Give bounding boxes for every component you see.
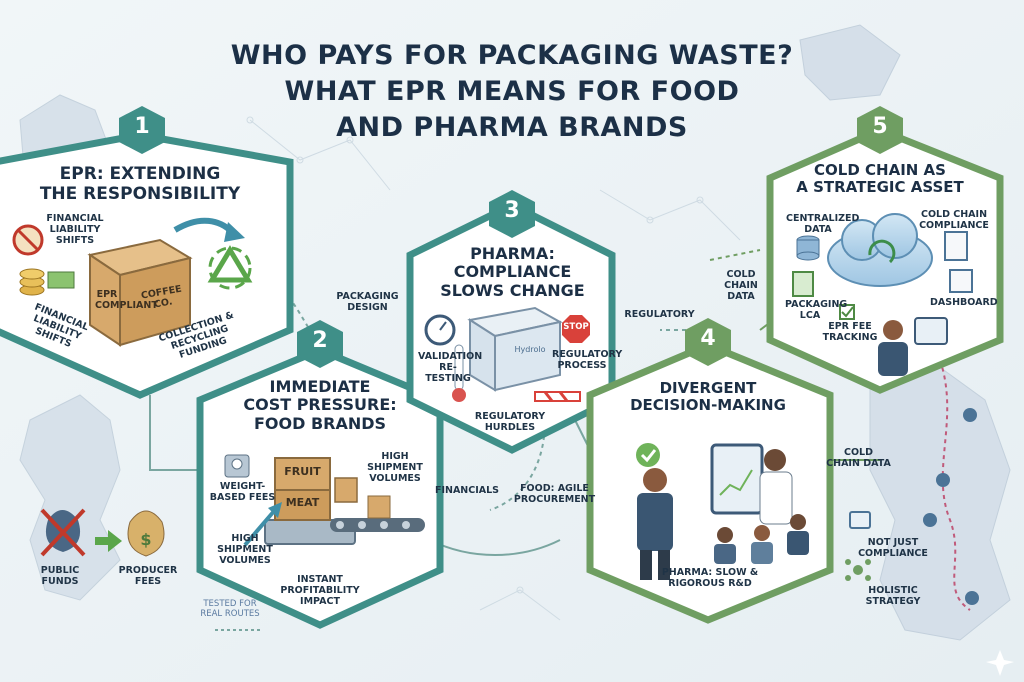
step-5-heading-line-1: COLD CHAIN AS xyxy=(814,161,946,179)
title-line-3: AND PHARMA BRANDS xyxy=(336,112,688,143)
stop-sign-text: STOP xyxy=(563,322,589,332)
analyst-figure-icon xyxy=(878,317,948,376)
dashboard-icon xyxy=(949,269,973,293)
pharma-rd-label: PHARMA: SLOW & RIGOROUS R&D xyxy=(661,567,759,589)
pharma-box-icon xyxy=(467,306,563,392)
producer-fees-label: PRODUCER FEES xyxy=(118,565,178,587)
high-volumes-right-label: HIGH SHIPMENT VOLUMES xyxy=(367,451,423,484)
badge-5-number: 5 xyxy=(872,114,888,139)
instant-impact-label: INSTANT PROFITABILITY IMPACT xyxy=(280,574,360,607)
step-5-heading: COLD CHAIN AS A STRATEGIC ASSET xyxy=(790,161,970,197)
step-3-heading: PHARMA: COMPLIANCE SLOWS CHANGE xyxy=(420,244,605,300)
packaging-design-label: PACKAGING DESIGN xyxy=(336,291,399,313)
badge-5 xyxy=(857,106,903,154)
arrow-icon xyxy=(173,217,245,242)
checkmark-bubble-icon xyxy=(636,443,660,467)
not-just-compliance-label: NOT JUST COMPLIANCE xyxy=(858,537,928,559)
scientist-figure-icon xyxy=(759,449,793,525)
epr-fee-tracking-label: EPR FEE TRACKING xyxy=(822,321,878,343)
step-2-heading: IMMEDIATE COST PRESSURE: FOOD BRANDS xyxy=(220,377,420,433)
badge-1 xyxy=(119,106,165,154)
regulatory-hurdles-label: REGULATORY HURDLES xyxy=(474,411,546,433)
cloud-icon xyxy=(827,213,933,287)
badge-4-number: 4 xyxy=(700,326,716,351)
trend-arrow-icon xyxy=(243,502,282,547)
stop-sign-icon xyxy=(562,315,590,343)
step-3-heading-line-1: PHARMA: xyxy=(470,244,555,263)
step-4-heading: DIVERGENT DECISION-MAKING xyxy=(608,379,808,415)
barrier-icon xyxy=(534,391,581,402)
crossed-money-bag-icon xyxy=(12,224,44,256)
regulatory-process-label: REGULATORY PROCESS xyxy=(552,349,623,371)
step-4-heading-line-2: DECISION-MAKING xyxy=(630,396,786,415)
worker-figure-icon xyxy=(637,468,673,580)
centralized-data-label: CENTRALIZED DATA xyxy=(786,213,860,235)
public-funds-label: PUBLIC FUNDS xyxy=(40,565,80,587)
badge-1-number: 1 xyxy=(134,114,150,139)
cold-chain-data-mid-label: COLD CHAIN DATA xyxy=(826,447,891,469)
star-mark-icon xyxy=(986,650,1014,676)
svg-text:$: $ xyxy=(140,530,151,549)
fee-check-icon xyxy=(839,304,855,320)
tablet-icon xyxy=(710,443,764,515)
map-pins-icon xyxy=(923,408,979,605)
arrow-right-icon xyxy=(95,530,122,552)
financials-label: FINANCIALS xyxy=(434,485,500,496)
box-epr-label: EPR COMPLIANT xyxy=(95,289,158,311)
step-2-heading-line-2: COST PRESSURE: xyxy=(243,395,397,415)
validation-label: VALIDATION RE-TESTING xyxy=(418,351,483,384)
step-4-heading-line-1: DIVERGENT xyxy=(659,379,757,397)
team-figures-icon xyxy=(714,514,809,564)
step-3-heading-line-2: COMPLIANCE xyxy=(453,262,572,282)
step-1-heading-line-1: EPR: EXTENDING xyxy=(59,164,221,184)
badge-2 xyxy=(297,320,343,368)
cold-chain-compliance-label: COLD CHAIN COMPLIANCE xyxy=(919,209,989,231)
background-map-right xyxy=(799,24,1011,641)
badge-3 xyxy=(489,190,535,238)
step-5-heading-line-2: A STRATEGIC ASSET xyxy=(796,178,964,197)
stopwatch-icon xyxy=(424,314,456,346)
thermometer-icon xyxy=(452,344,466,402)
high-volumes-left-label: HIGH SHIPMENT VOLUMES xyxy=(217,533,273,566)
database-icon xyxy=(796,235,820,261)
step-1-heading-line-2: THE RESPONSIBILITY xyxy=(39,183,241,204)
page-title: WHO PAYS FOR PACKAGING WASTE? WHAT EPR M… xyxy=(150,38,874,146)
liability-top-label: FINANCIAL LIABILITY SHIFTS xyxy=(46,213,104,246)
title-line-2: WHAT EPR MEANS FOR FOOD xyxy=(284,76,740,107)
compliance-document-icon xyxy=(944,231,968,261)
background-network xyxy=(246,116,741,621)
food-agile-label: FOOD: AGILE PROCUREMENT xyxy=(513,483,596,505)
lca-document-icon xyxy=(792,271,814,297)
holistic-strategy-label: HOLISTIC STRATEGY xyxy=(865,585,921,607)
scale-icon xyxy=(224,454,250,478)
public-funds-bag-icon xyxy=(40,508,86,557)
tested-routes-label: TESTED FOR REAL ROUTES xyxy=(200,599,260,619)
badge-3-number: 3 xyxy=(504,198,520,223)
step-2-heading-line-3: FOOD BRANDS xyxy=(253,413,387,433)
coins-icon xyxy=(19,268,75,296)
step-2-heading-line-1: IMMEDIATE xyxy=(269,377,371,396)
box-fruit-label: FRUIT xyxy=(284,465,321,478)
food-boxes-icon xyxy=(274,457,358,521)
conveyor-icon xyxy=(330,495,425,532)
box-meat-label: MEAT xyxy=(285,496,320,509)
badge-4 xyxy=(685,318,731,366)
step-3-heading-line-3: SLOWS CHANGE xyxy=(440,280,585,300)
packaging-lca-label: PACKAGING LCA xyxy=(785,299,848,321)
producer-fees-bag-icon: $ xyxy=(127,510,165,557)
badge-2-number: 2 xyxy=(312,328,328,353)
title-line-1: WHO PAYS FOR PACKAGING WASTE? xyxy=(230,40,794,71)
molecule-icon xyxy=(845,559,871,581)
regulatory-label: REGULATORY xyxy=(624,309,695,320)
cold-chain-data-top-label: COLD CHAIN DATA xyxy=(724,269,758,302)
step-1-heading: EPR: EXTENDING THE RESPONSIBILITY xyxy=(15,164,265,204)
dashboard-label: DASHBOARD xyxy=(930,297,998,308)
recycle-icon xyxy=(207,245,253,290)
pharma-brand-label: Hydrolo xyxy=(514,345,546,354)
weight-fees-label: WEIGHT-BASED FEES xyxy=(209,481,276,503)
id-card-icon xyxy=(849,511,871,529)
box-icon xyxy=(87,238,193,347)
